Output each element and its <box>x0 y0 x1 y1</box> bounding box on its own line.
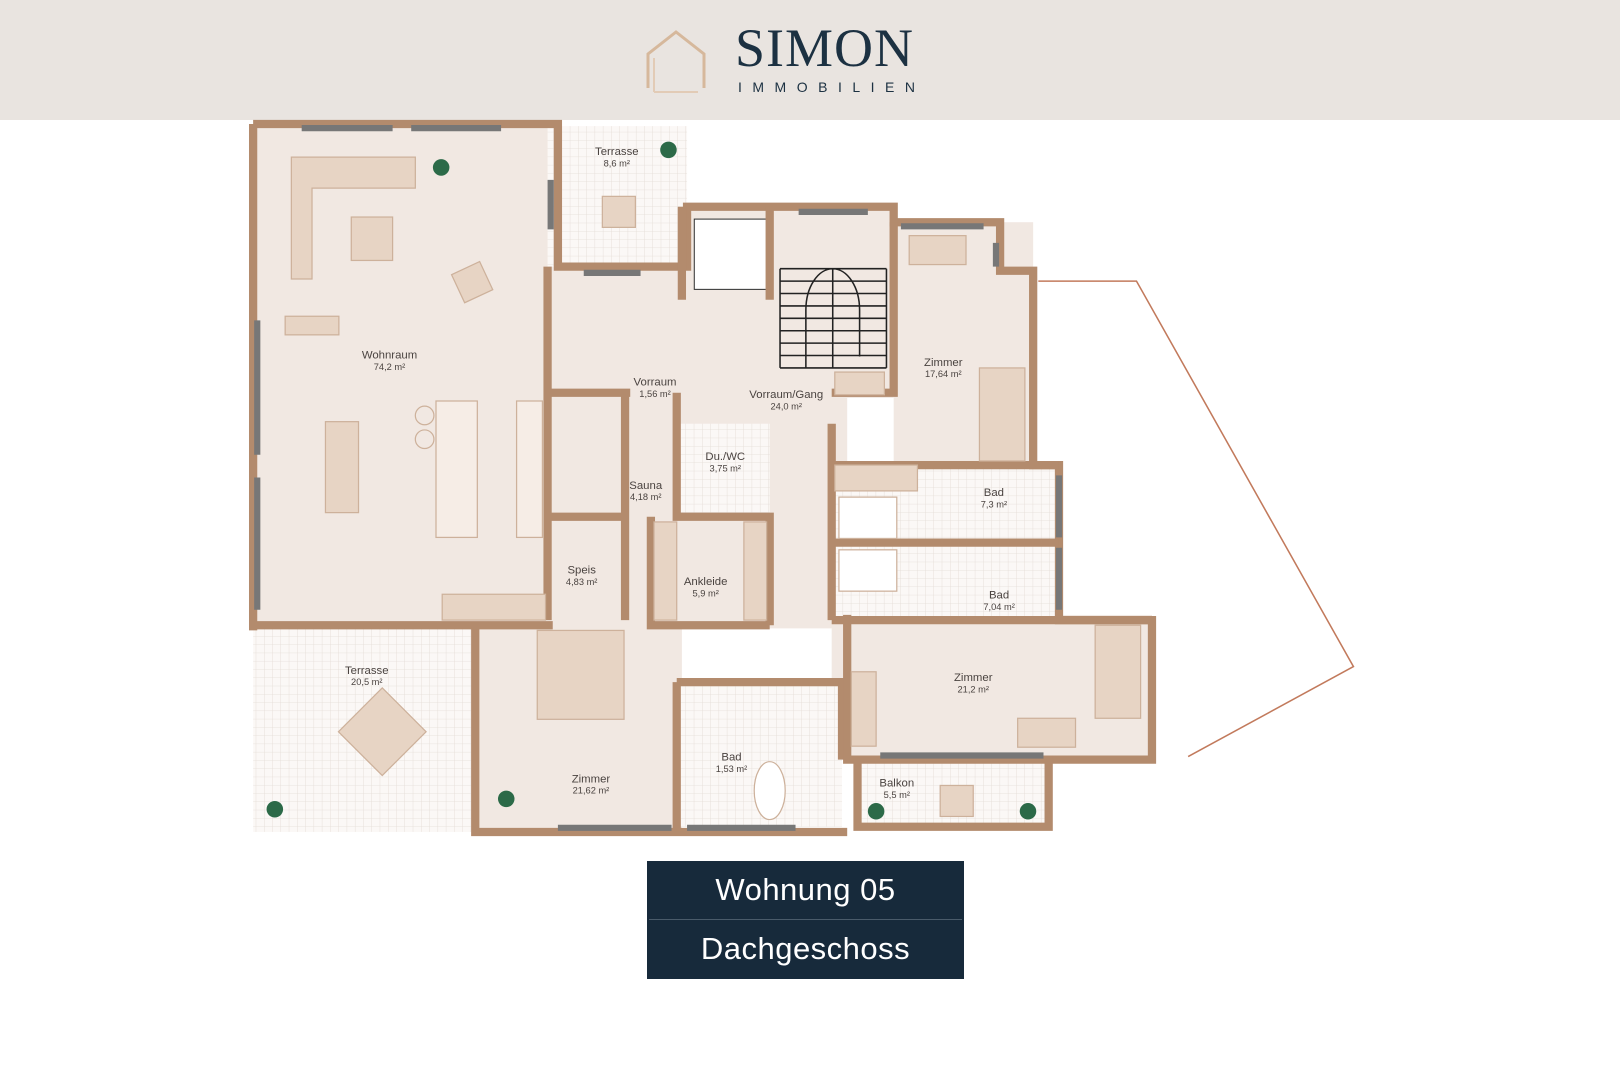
plot-boundary <box>1038 280 1355 758</box>
windows <box>254 125 1063 831</box>
room-labels: Wohnraum 74,2 m² Terrasse 8,6 m² Vorraum… <box>345 146 1015 800</box>
floor-level: Dachgeschoss <box>700 931 911 966</box>
furniture <box>284 156 1142 821</box>
room-area: 20,5 m² <box>351 677 382 687</box>
room-name: Ankleide <box>684 576 728 588</box>
room-name: Bad <box>989 589 1009 601</box>
room-name: Vorraum/Gang <box>749 389 823 401</box>
room-name: Speis <box>567 565 596 577</box>
room-name: Bad <box>721 752 741 764</box>
apartment-title-box: Wohnung 05 Dachgeschoss <box>647 861 964 979</box>
apartment-number: Wohnung 05 <box>715 872 896 907</box>
room-area: 7,3 m² <box>981 499 1007 509</box>
brand-name: SIMON <box>735 18 915 78</box>
room-area: 1,53 m² <box>716 764 747 774</box>
divider <box>649 919 962 920</box>
room-area: 3,75 m² <box>710 463 741 473</box>
room-area: 21,62 m² <box>573 786 610 796</box>
room-area: 8,6 m² <box>604 158 630 168</box>
header-bar: SIMON IMMOBILIEN <box>0 0 1620 120</box>
room-name: Sauna <box>629 480 663 492</box>
room-area: 5,9 m² <box>692 588 718 598</box>
room-name: Zimmer <box>572 773 611 785</box>
room-name: Du./WC <box>705 451 745 463</box>
plant-icons <box>266 141 1037 820</box>
room-area: 1,56 m² <box>639 389 670 399</box>
room-area: 21,2 m² <box>958 684 989 694</box>
room-area: 5,5 m² <box>884 790 910 800</box>
room-area: 24,0 m² <box>771 401 802 411</box>
brand-subtitle: IMMOBILIEN <box>738 79 926 95</box>
staircase <box>779 267 888 369</box>
room-area: 4,18 m² <box>630 492 661 502</box>
house-outline-icon <box>646 30 706 93</box>
room-name: Zimmer <box>954 672 993 684</box>
room-name: Vorraum <box>634 376 677 388</box>
room-area: 17,64 m² <box>925 369 962 379</box>
room-name: Zimmer <box>924 357 963 369</box>
room-name: Terrasse <box>595 146 639 158</box>
room-name: Balkon <box>879 777 914 789</box>
room-area: 74,2 m² <box>374 362 405 372</box>
room-name: Bad <box>984 487 1004 499</box>
room-area: 7,04 m² <box>983 602 1014 612</box>
room-name: Terrasse <box>345 665 389 677</box>
walls <box>248 119 1157 837</box>
room-area: 4,83 m² <box>566 577 597 587</box>
room-name: Wohnraum <box>362 350 417 362</box>
